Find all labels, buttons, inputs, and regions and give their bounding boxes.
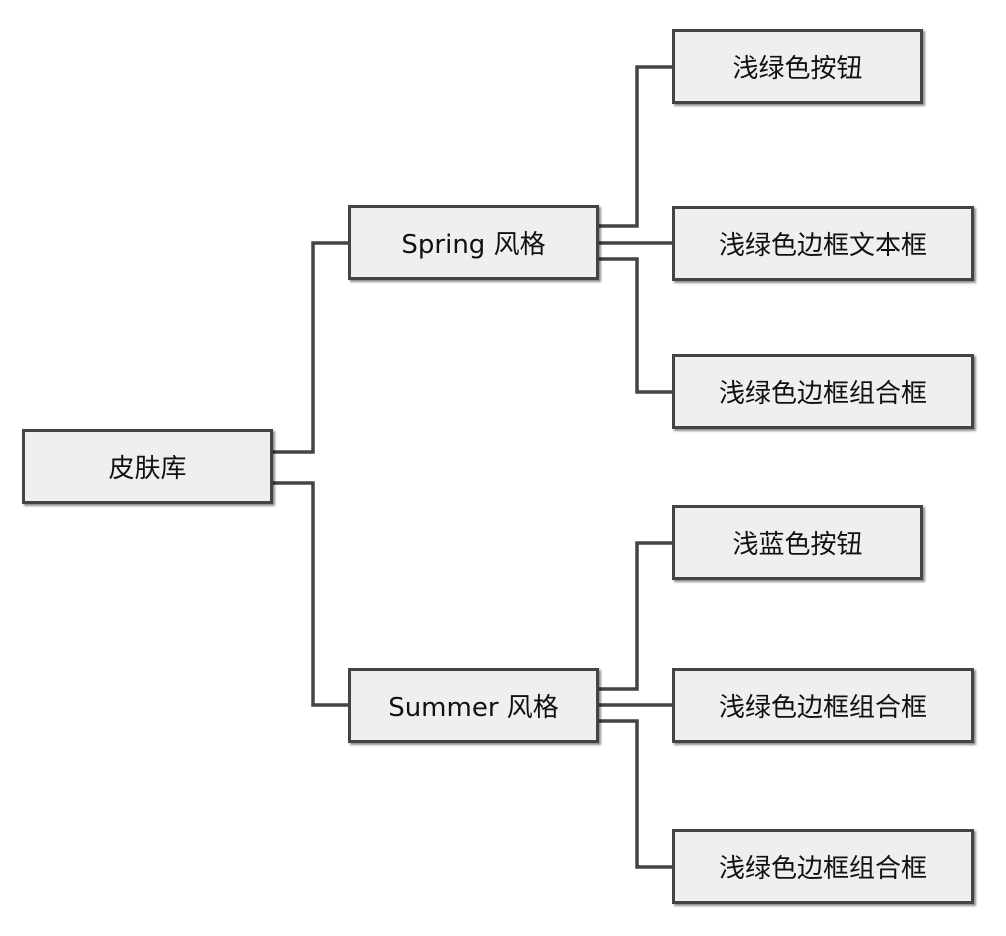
node-label: 浅蓝色按钮	[732, 530, 863, 560]
node-label: 浅绿色边框组合框	[718, 379, 927, 409]
node-label: 浅绿色边框组合框	[718, 854, 927, 884]
node-label: 浅绿色按钮	[732, 54, 863, 84]
node-summer-leaf-1: 浅蓝色按钮	[672, 505, 923, 580]
node-label: Spring 风格	[401, 230, 546, 260]
connector-spring-leaf-3	[599, 257, 672, 394]
connector-root-spring	[273, 241, 348, 454]
node-label: 浅绿色边框文本框	[718, 231, 927, 261]
connector-summer-leaf-3	[599, 719, 672, 869]
node-spring-leaf-1: 浅绿色按钮	[672, 29, 923, 104]
node-label: 浅绿色边框组合框	[718, 693, 927, 723]
node-summer-style: Summer 风格	[348, 668, 599, 743]
node-label: 皮肤库	[108, 454, 187, 484]
connector-spring-leaf-1	[599, 65, 672, 228]
connector-summer-leaf-1	[599, 541, 672, 691]
node-spring-style: Spring 风格	[348, 205, 599, 280]
node-spring-leaf-2: 浅绿色边框文本框	[672, 206, 974, 281]
connector-root-summer	[273, 481, 348, 707]
node-summer-leaf-3: 浅绿色边框组合框	[672, 829, 974, 904]
node-spring-leaf-3: 浅绿色边框组合框	[672, 354, 974, 429]
node-summer-leaf-2: 浅绿色边框组合框	[672, 668, 974, 743]
node-root-skin-library: 皮肤库	[22, 429, 273, 504]
node-label: Summer 风格	[388, 693, 559, 723]
